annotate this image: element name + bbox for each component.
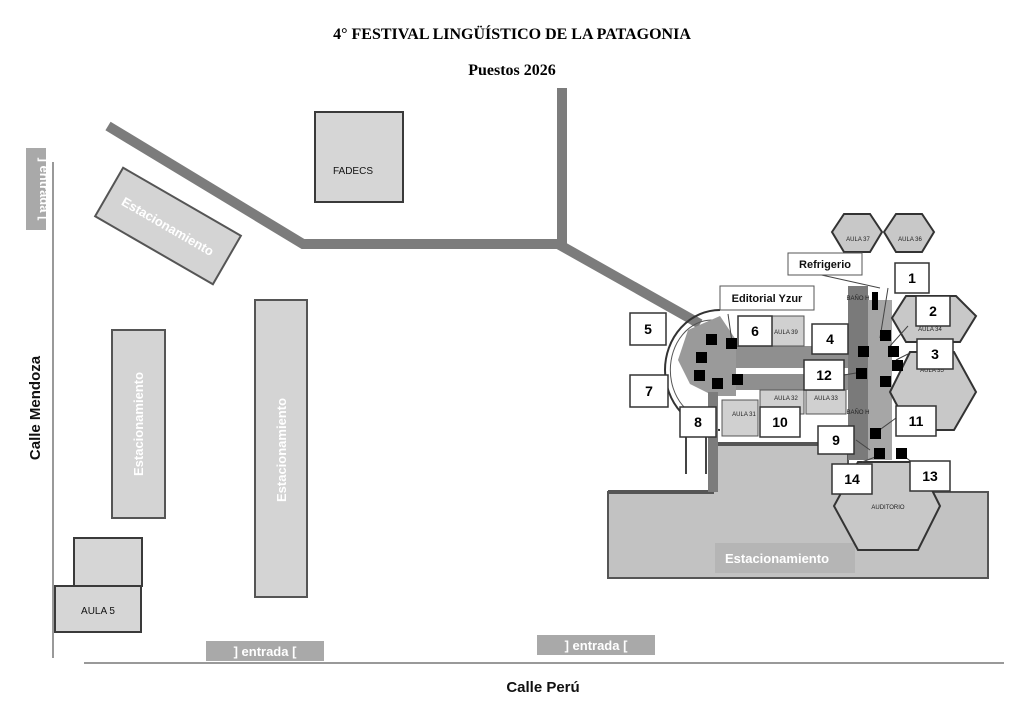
fadecs-building (314, 111, 404, 203)
stand-marker (880, 330, 891, 341)
aula31-room (721, 399, 759, 437)
aula35-label: AULA 35 (920, 368, 944, 374)
stand-number: 10 (772, 414, 788, 430)
stand-marker (896, 448, 907, 459)
aula39-label: AULA 39 (774, 330, 798, 336)
stand-number: 5 (644, 321, 652, 337)
bano-h-1-label: BAÑO H (846, 295, 869, 302)
stand-number: 1 (908, 270, 916, 286)
refrigerio-callout: Refrigerio (787, 252, 863, 276)
stand-box-7[interactable]: 7 (629, 374, 669, 408)
stand-box-14[interactable]: 14 (831, 463, 873, 495)
aula5-building (54, 585, 142, 633)
stand-marker (726, 338, 737, 349)
stand-marker (872, 292, 878, 310)
stand-box-10[interactable]: 10 (759, 406, 801, 438)
stand-marker (892, 360, 903, 371)
aula5-label: AULA 5 (81, 606, 115, 617)
stand-number: 2 (929, 303, 937, 319)
aula33-room (805, 389, 847, 415)
street-south-label: Calle Perú (506, 679, 579, 696)
stand-box-8[interactable]: 8 (679, 406, 717, 438)
stand-box-1[interactable]: 1 (894, 262, 930, 294)
entrance-west[interactable]: ] entrada [ (26, 148, 52, 230)
stand-box-12[interactable]: 12 (803, 359, 845, 391)
stand-marker (694, 370, 705, 381)
stand-box-5[interactable]: 5 (629, 312, 667, 346)
stand-box-13[interactable]: 13 (909, 460, 951, 492)
aula36-label: AULA 36 (898, 237, 922, 243)
entrance-west-label: ] entrada [ (37, 158, 52, 222)
entrance-south-1[interactable]: ] entrada [ (206, 641, 324, 661)
stand-marker (888, 346, 899, 357)
aula32-label: AULA 32 (774, 396, 798, 402)
editorial-yzur-callout: Editorial Yzur (719, 285, 815, 311)
stand-number: 3 (931, 346, 939, 362)
stand-marker (870, 428, 881, 439)
map-title: 4° FESTIVAL LINGÜÍSTICO DE LA PATAGONIA (333, 26, 691, 43)
stand-box-4[interactable]: 4 (811, 323, 849, 355)
entrance-south-2-label: ] entrada [ (565, 638, 629, 653)
stand-number: 11 (909, 413, 924, 429)
parking-lot-central-label: Estacionamiento (274, 398, 289, 502)
entrance-south-1-label: ] entrada [ (234, 644, 298, 659)
fadecs-label: FADECS (333, 166, 373, 177)
stand-box-3[interactable]: 3 (916, 338, 954, 370)
stand-marker (856, 368, 867, 379)
aula37-label: AULA 37 (846, 237, 870, 243)
aula34-label: AULA 34 (918, 327, 942, 333)
aula33-label: AULA 33 (814, 396, 838, 402)
stand-number: 12 (816, 367, 832, 383)
stand-marker (858, 346, 869, 357)
stand-number: 9 (832, 432, 840, 448)
stand-number: 4 (826, 331, 834, 347)
parking-lot-southeast-label-bg (715, 543, 855, 573)
entrance-south-2[interactable]: ] entrada [ (537, 635, 655, 655)
parking-lot-central (254, 299, 308, 598)
aula37-building (830, 213, 884, 253)
stand-number: 6 (751, 323, 759, 339)
stand-number: 13 (922, 468, 938, 484)
entrance-walkway (708, 392, 718, 492)
aula31-label: AULA 31 (732, 412, 756, 418)
stand-number: 14 (844, 471, 860, 487)
parking-lot-southeast-label: Estacionamiento (725, 551, 829, 566)
stand-marker (696, 352, 707, 363)
stand-marker (706, 334, 717, 345)
stand-marker (874, 448, 885, 459)
refrigerio-label: Refrigerio (799, 259, 851, 271)
stand-box-6[interactable]: 6 (737, 315, 773, 347)
map-subtitle: Puestos 2026 (468, 62, 556, 79)
stand-number: 8 (694, 414, 702, 430)
stand-markers (694, 292, 907, 459)
stand-number: 7 (645, 383, 653, 399)
aula5-annex (73, 537, 143, 587)
stand-marker (732, 374, 743, 385)
stand-box-11[interactable]: 11 (895, 405, 937, 437)
parking-lot-west (111, 329, 166, 519)
street-west-label: Calle Mendoza (27, 355, 44, 460)
main-road (105, 121, 703, 329)
parking-lot-west-label: Estacionamiento (131, 372, 146, 476)
bano-h-2-label: BAÑO H (846, 409, 869, 416)
editorial-yzur-label: Editorial Yzur (732, 293, 803, 305)
parking-lot-northwest (93, 166, 243, 286)
stand-marker (712, 378, 723, 389)
stand-marker (880, 376, 891, 387)
aula36-building (882, 213, 936, 253)
stand-box-2[interactable]: 2 (915, 295, 951, 327)
stand-box-9[interactable]: 9 (817, 425, 855, 455)
auditorio-label: AUDITORIO (871, 505, 905, 511)
